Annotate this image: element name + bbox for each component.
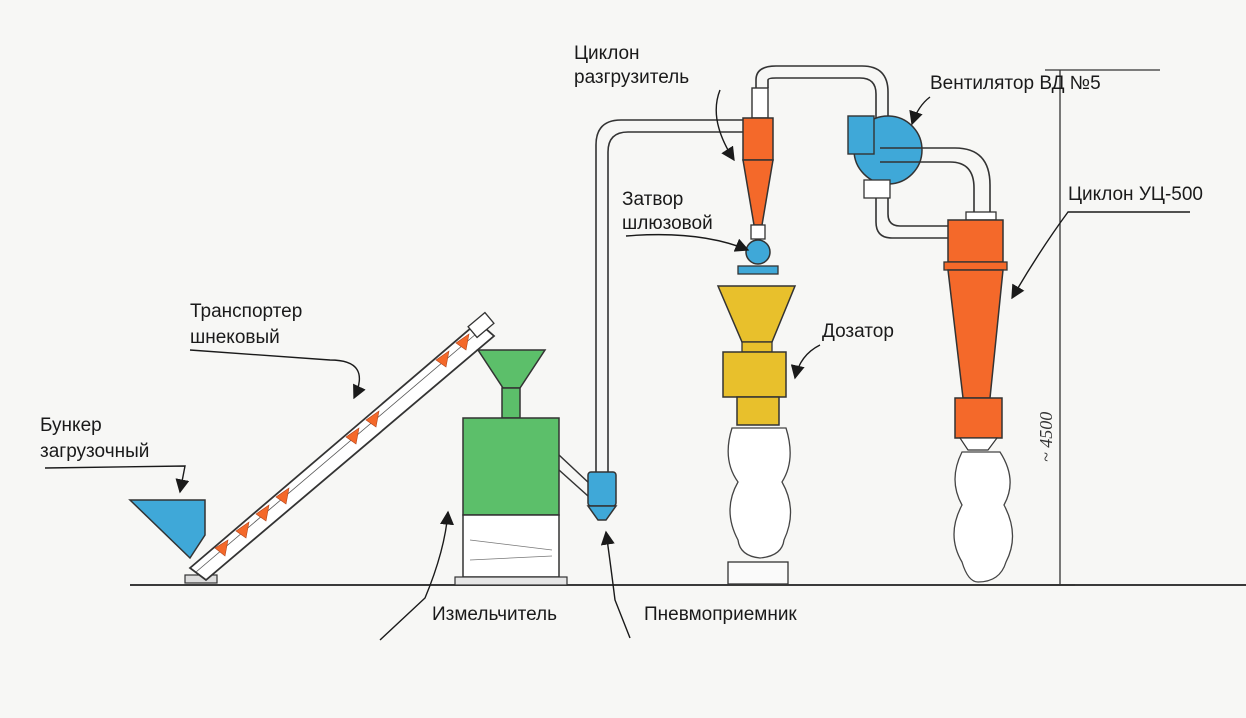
leader-bunker xyxy=(44,465,190,494)
bag-doser xyxy=(727,427,792,585)
dimension-label: ~ 4500 xyxy=(1036,411,1056,462)
label-pneumo: Пневмоприемник xyxy=(644,604,797,625)
transport-pipe xyxy=(595,119,750,472)
fan-pipe xyxy=(755,65,889,120)
leader-screw xyxy=(189,349,366,400)
label-sluice-line2: шлюзовой xyxy=(622,213,713,234)
unloader-cyclone xyxy=(742,87,774,226)
leader-cyclone-unloader xyxy=(715,89,735,162)
leader-pneumo xyxy=(600,530,631,639)
bag-uc-500 xyxy=(953,451,1014,583)
label-screw-line2: шнековый xyxy=(190,327,280,348)
label-screw-line1: Транспортер xyxy=(190,301,303,322)
label-cyclone-unloader-line1: Циклон xyxy=(574,43,640,64)
cyclone-uc-500 xyxy=(943,211,1008,451)
leader-grinder xyxy=(379,510,454,641)
doser xyxy=(716,285,797,426)
leader-doser xyxy=(790,344,821,380)
leader-cyclone-uc xyxy=(1011,211,1190,300)
grinder xyxy=(454,349,591,586)
label-fan: Вентилятор ВД №5 xyxy=(930,73,1101,94)
label-bunker-line2: загрузочный xyxy=(40,441,150,462)
fan xyxy=(847,115,923,199)
label-grinder: Измельчитель xyxy=(432,604,558,625)
leader-sluice xyxy=(625,233,750,252)
screw-conveyor xyxy=(188,311,496,582)
label-bunker-line1: Бункер xyxy=(40,415,102,436)
leader-fan xyxy=(909,96,931,126)
label-cyclone-unloader-line2: разгрузитель xyxy=(574,67,690,88)
label-doser: Дозатор xyxy=(822,321,894,342)
label-sluice-line1: Затвор xyxy=(622,189,684,210)
pneumatic-receiver xyxy=(586,471,618,521)
outlet-pipe xyxy=(875,147,991,239)
label-cyclone-uc: Циклон УЦ-500 xyxy=(1068,184,1203,205)
height-dimension xyxy=(1045,69,1160,586)
sluice-gate xyxy=(737,224,779,275)
